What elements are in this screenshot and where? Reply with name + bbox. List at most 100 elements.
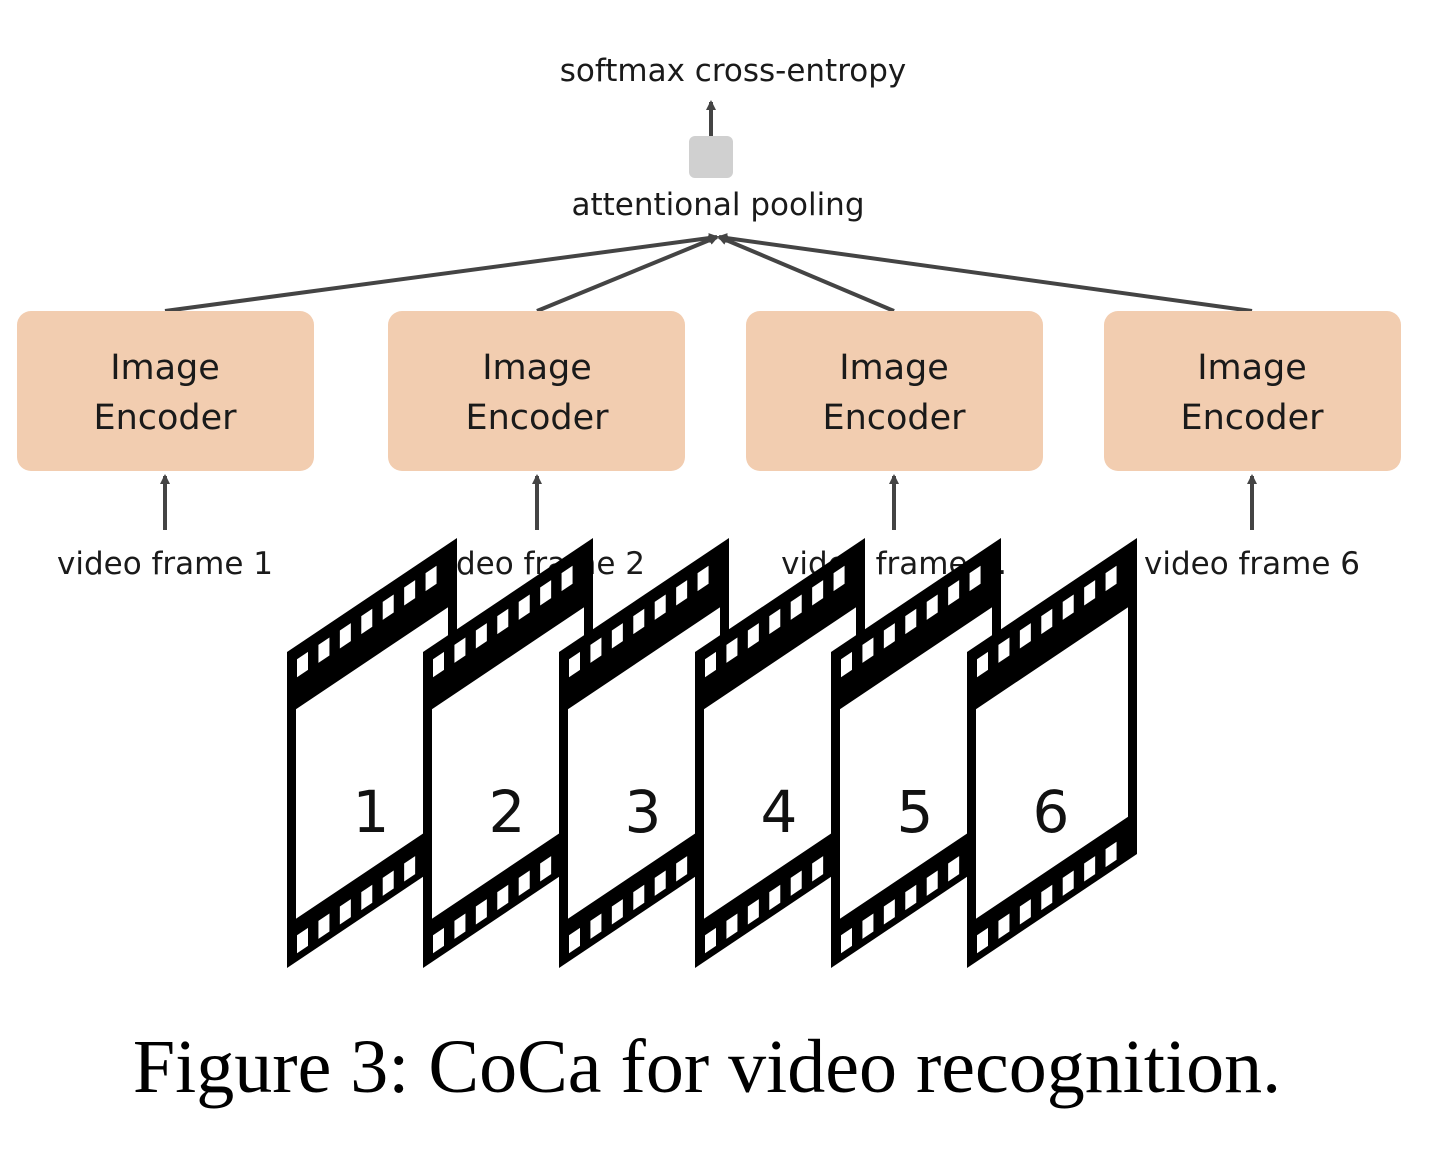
encoder-label-line2: Encoder	[822, 398, 966, 438]
sprocket-hole	[998, 913, 1010, 939]
sprocket-hole	[790, 594, 802, 620]
film-frame-picture	[294, 604, 450, 922]
film-frame-picture	[566, 604, 722, 922]
sprocket-hole	[297, 651, 308, 678]
film-frame-picture	[702, 604, 858, 922]
film-strip: 1 2 3 4 5 6	[287, 538, 1137, 968]
film-frame-number: 6	[1033, 778, 1070, 846]
sprocket-hole	[611, 899, 623, 925]
pooling-arrows	[164, 233, 1253, 313]
sprocket-hole	[905, 608, 917, 635]
sprocket-hole	[726, 637, 738, 663]
sprocket-hole	[1041, 884, 1053, 911]
sprocket-hole	[590, 913, 602, 939]
sprocket-hole	[1084, 580, 1096, 606]
sprocket-hole	[425, 565, 437, 592]
sprocket-hole	[611, 623, 623, 649]
sprocket-hole	[590, 637, 602, 663]
image-encoder-4: Image Encoder	[1104, 311, 1401, 471]
sprocket-hole	[475, 899, 487, 925]
output-label: softmax cross-entropy	[560, 53, 907, 89]
pooling-arrow-3	[717, 235, 895, 313]
sprocket-hole	[705, 927, 716, 954]
sprocket-hole	[1019, 623, 1031, 649]
pooling-arrow-4	[717, 233, 1253, 313]
sprocket-hole	[433, 927, 444, 954]
film-frame-number: 3	[625, 778, 662, 846]
sprocket-hole	[812, 580, 824, 606]
film-frame-4: 4	[695, 538, 865, 968]
sprocket-hole	[382, 870, 394, 896]
image-encoder-2: Image Encoder	[388, 311, 685, 471]
encoder-box	[388, 311, 685, 471]
sprocket-hole	[697, 565, 709, 592]
encoder-label-line1: Image	[1197, 348, 1307, 388]
film-frame-1: 1	[287, 538, 457, 968]
film-frame-number: 5	[897, 778, 934, 846]
sprocket-hole	[705, 651, 716, 678]
pooling-label: attentional pooling	[571, 187, 864, 223]
sprocket-hole	[1062, 594, 1074, 620]
encoder-box	[746, 311, 1043, 471]
film-frame-picture	[974, 604, 1130, 922]
encoder-label-line2: Encoder	[93, 398, 237, 438]
sprocket-hole	[841, 651, 852, 678]
sprocket-hole	[1019, 899, 1031, 925]
input-arrows	[160, 474, 1257, 530]
sprocket-hole	[833, 565, 845, 592]
sprocket-hole	[977, 651, 988, 678]
sprocket-hole	[926, 870, 938, 896]
sprocket-hole	[969, 565, 981, 592]
encoder-label-line1: Image	[839, 348, 949, 388]
input-label-4: video frame 6	[1144, 546, 1360, 582]
encoder-box	[1104, 311, 1401, 471]
sprocket-hole	[790, 870, 802, 896]
film-frame-number: 2	[489, 778, 526, 846]
sprocket-hole	[318, 637, 330, 663]
film-frame-3: 3	[559, 538, 729, 968]
sprocket-hole	[339, 623, 351, 649]
sprocket-hole	[633, 608, 645, 635]
encoder-label-line1: Image	[482, 348, 592, 388]
sprocket-hole	[633, 884, 645, 911]
encoder-label-line1: Image	[110, 348, 220, 388]
sprocket-hole	[747, 899, 759, 925]
sprocket-hole	[318, 913, 330, 939]
sprocket-hole	[883, 899, 895, 925]
film-frame-number: 1	[353, 778, 390, 846]
sprocket-hole	[1062, 870, 1074, 896]
sprocket-hole	[977, 927, 988, 954]
sprocket-hole	[905, 884, 917, 911]
sprocket-hole	[1041, 608, 1053, 635]
sprocket-hole	[361, 608, 373, 635]
pooled-token	[689, 136, 733, 178]
encoder-label-line2: Encoder	[1180, 398, 1324, 438]
film-frame-number: 4	[761, 778, 798, 846]
image-encoder-1: Image Encoder	[17, 311, 314, 471]
sprocket-hole	[747, 623, 759, 649]
sprocket-hole	[540, 580, 552, 606]
sprocket-hole	[454, 637, 466, 663]
sprocket-hole	[518, 870, 530, 896]
sprocket-hole	[339, 899, 351, 925]
sprocket-hole	[404, 580, 416, 606]
sprocket-hole	[769, 608, 781, 635]
sprocket-hole	[569, 651, 580, 678]
sprocket-hole	[676, 856, 688, 882]
sprocket-hole	[561, 565, 573, 592]
film-frame-5: 5	[831, 538, 1001, 968]
sprocket-hole	[812, 856, 824, 882]
sprocket-hole	[475, 623, 487, 649]
film-frame-picture	[430, 604, 586, 922]
sprocket-hole	[998, 637, 1010, 663]
sprocket-hole	[297, 927, 308, 954]
sprocket-hole	[404, 856, 416, 882]
sprocket-hole	[654, 870, 666, 896]
sprocket-hole	[518, 594, 530, 620]
pooling-arrow-1	[164, 233, 719, 313]
sprocket-hole	[361, 884, 373, 911]
pooling-arrow-2	[536, 235, 719, 313]
film-frame-6: 6	[967, 538, 1137, 968]
sprocket-hole	[569, 927, 580, 954]
